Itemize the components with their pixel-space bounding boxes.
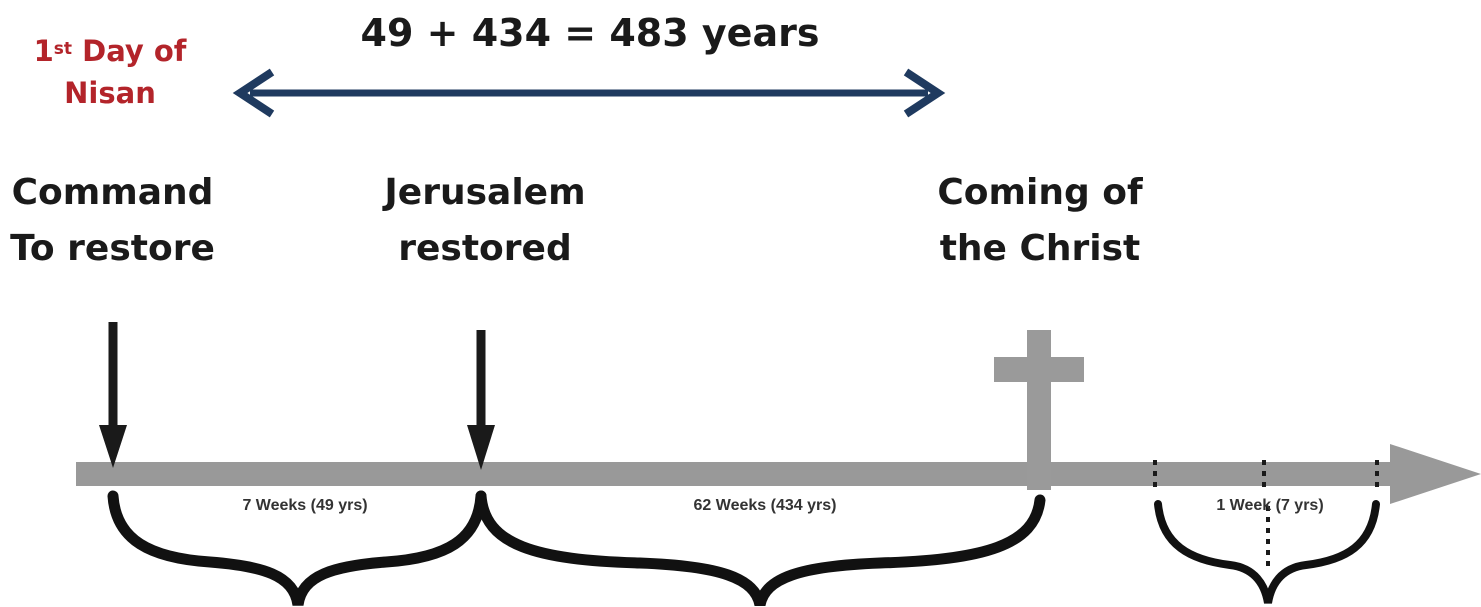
jerusalem-restored-label: Jerusalem restored bbox=[384, 172, 586, 269]
coming-of-christ-label: Coming of the Christ bbox=[937, 172, 1143, 269]
cross-icon bbox=[994, 330, 1084, 490]
span-double-arrow bbox=[232, 68, 946, 118]
week-divider-dots bbox=[1153, 460, 1379, 570]
brace-sixty-two-weeks bbox=[475, 490, 1046, 607]
one-week-label: 1 Week (7 yrs) bbox=[1216, 497, 1324, 514]
brace-one-week bbox=[1154, 500, 1380, 604]
total-years-formula: 49 + 434 = 483 years bbox=[360, 11, 820, 55]
nisan-date-label: 1st Day of Nisan bbox=[33, 34, 187, 110]
seven-weeks-label: 7 Weeks (49 yrs) bbox=[242, 497, 368, 514]
jerusalem-marker-arrow bbox=[467, 330, 495, 470]
command-to-restore-label: Command To restore bbox=[10, 172, 215, 269]
brace-seven-weeks bbox=[107, 490, 487, 607]
command-marker-arrow bbox=[99, 322, 127, 468]
sixty-two-weeks-label: 62 Weeks (434 yrs) bbox=[693, 497, 837, 514]
timeline-axis bbox=[76, 444, 1481, 504]
